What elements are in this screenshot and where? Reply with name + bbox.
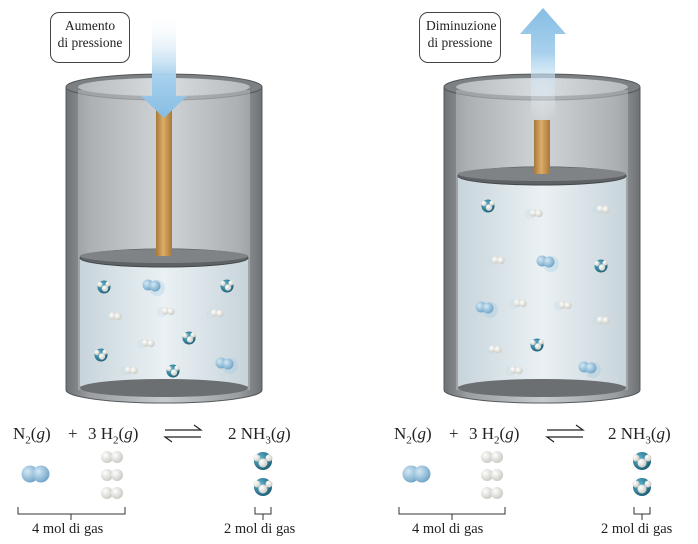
pressure-decrease-arrow bbox=[520, 8, 566, 118]
coefficient: 3 bbox=[469, 424, 478, 443]
subscript: 3 bbox=[265, 434, 271, 447]
left-h2-formula: 3 H2(g) bbox=[88, 424, 139, 447]
ammonia-molecule bbox=[481, 199, 495, 213]
coefficient: 2 bbox=[228, 424, 237, 443]
callout-line-2: di pressione bbox=[427, 35, 493, 50]
right-plus-sign: + bbox=[449, 424, 459, 443]
symbol: NH bbox=[240, 424, 266, 443]
callout-pressure-increase: Aumento di pressione bbox=[50, 12, 130, 63]
state: g bbox=[124, 424, 133, 443]
pressure-increase-arrow bbox=[141, 14, 187, 118]
subscript: 2 bbox=[113, 434, 119, 447]
right-cylinder bbox=[443, 73, 641, 404]
left-legend-h2-molecules bbox=[101, 451, 123, 499]
nitrogen-molecule bbox=[142, 279, 165, 296]
ammonia-molecule bbox=[182, 331, 196, 345]
left-n2-formula: N2(g) bbox=[13, 424, 51, 447]
hydrogen-molecule bbox=[592, 316, 610, 326]
right-legend-h2-molecules bbox=[481, 451, 503, 499]
right-reactant-mol-label: 4 mol di gas bbox=[412, 521, 484, 537]
nitrogen-molecule bbox=[215, 357, 238, 374]
right-n2-formula: N2(g) bbox=[394, 424, 432, 447]
callout-line-1: Diminuzione bbox=[426, 18, 497, 33]
nitrogen-molecule bbox=[536, 255, 559, 272]
right-reactant-bracket bbox=[398, 507, 506, 520]
nitrogen-molecule bbox=[475, 301, 498, 318]
hydrogen-molecule bbox=[509, 299, 527, 309]
right-legend-nh3-molecules bbox=[632, 452, 652, 496]
symbol: N bbox=[13, 424, 26, 443]
callout-line-1: Aumento bbox=[64, 18, 116, 33]
molecules bbox=[94, 199, 610, 378]
callout-pressure-decrease: Diminuzione di pressione bbox=[419, 12, 501, 63]
right-nh3-formula: 2 NH3(g) bbox=[608, 424, 671, 447]
hydrogen-molecule bbox=[157, 307, 175, 317]
ammonia-molecule bbox=[220, 279, 234, 293]
left-product-mol-label: 2 mol di gas bbox=[224, 521, 296, 537]
hydrogen-molecule bbox=[592, 205, 610, 215]
left-reactant-mol-label: 4 mol di gas bbox=[32, 521, 104, 537]
hydrogen-molecule bbox=[104, 312, 122, 322]
hydrogen-molecule bbox=[206, 309, 224, 319]
left-cylinder bbox=[65, 73, 263, 404]
ammonia-molecule bbox=[94, 348, 108, 362]
subscript: 2 bbox=[494, 434, 500, 447]
hydrogen-molecule bbox=[137, 339, 155, 349]
left-reactant-bracket bbox=[17, 507, 126, 520]
subscript: 2 bbox=[25, 434, 31, 447]
hydrogen-molecule bbox=[487, 256, 505, 266]
left-legend-n2-molecule bbox=[21, 465, 50, 483]
symbol: N bbox=[394, 424, 407, 443]
right-product-mol-label: 2 mol di gas bbox=[601, 521, 673, 537]
callout-line-2: di pressione bbox=[57, 35, 123, 50]
right-h2-formula: 3 H2(g) bbox=[469, 424, 520, 447]
state: g bbox=[276, 424, 285, 443]
symbol: NH bbox=[620, 424, 646, 443]
state: g bbox=[505, 424, 514, 443]
coefficient: 2 bbox=[608, 424, 617, 443]
nitrogen-molecule bbox=[578, 361, 601, 378]
subscript: 3 bbox=[645, 434, 651, 447]
left-nh3-formula: 2 NH3(g) bbox=[228, 424, 291, 447]
left-plus-sign: + bbox=[68, 424, 78, 443]
ammonia-molecule bbox=[530, 338, 544, 352]
hydrogen-molecule bbox=[484, 345, 502, 355]
symbol: H bbox=[481, 424, 495, 443]
coefficient: 3 bbox=[88, 424, 97, 443]
right-legend-n2-molecule bbox=[402, 465, 431, 483]
ammonia-molecule bbox=[166, 364, 180, 378]
left-equilibrium-arrows bbox=[163, 424, 203, 443]
hydrogen-molecule bbox=[120, 366, 138, 376]
right-legend bbox=[398, 424, 652, 520]
hydrogen-molecule bbox=[554, 301, 572, 311]
left-legend bbox=[17, 424, 273, 520]
state: g bbox=[36, 424, 45, 443]
state: g bbox=[417, 424, 426, 443]
hydrogen-molecule bbox=[525, 209, 543, 219]
state: g bbox=[656, 424, 665, 443]
left-legend-nh3-molecules bbox=[253, 452, 273, 496]
hydrogen-molecule bbox=[505, 366, 523, 376]
right-equilibrium-arrows bbox=[545, 424, 585, 443]
ammonia-molecule bbox=[97, 280, 111, 294]
left-product-bracket bbox=[254, 507, 272, 520]
right-product-bracket bbox=[633, 507, 651, 520]
subscript: 2 bbox=[406, 434, 412, 447]
symbol: H bbox=[100, 424, 114, 443]
ammonia-molecule bbox=[594, 259, 608, 273]
